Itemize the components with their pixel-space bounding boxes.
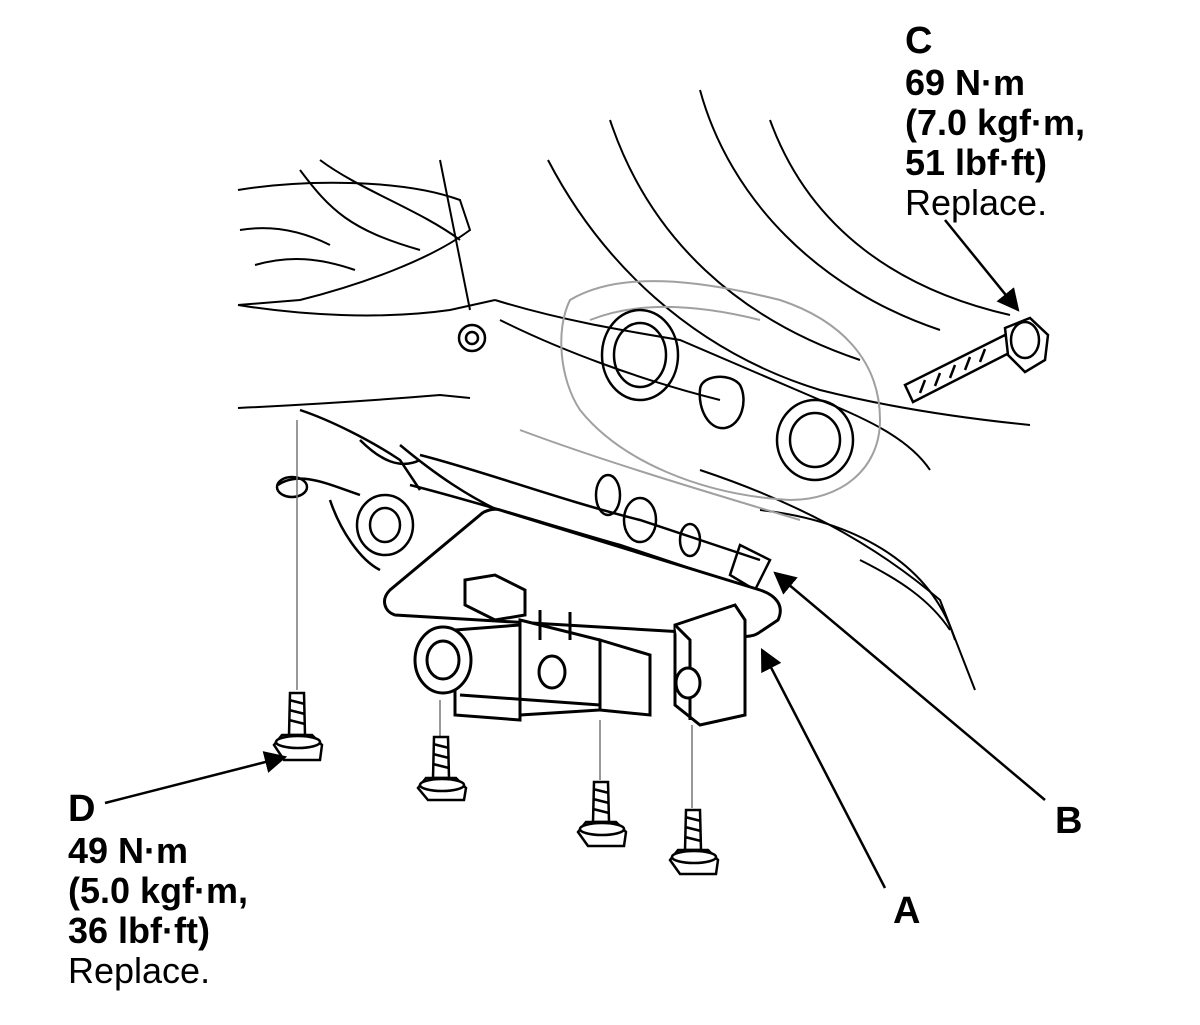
crossmember-holes — [457, 308, 855, 482]
leader-c — [944, 219, 1020, 312]
flange-bolt-d1 — [272, 691, 324, 762]
callout-c-torque-nm: 69 N·m — [905, 61, 1026, 103]
callout-d-letter: D — [68, 788, 96, 830]
flange-bolt-d2 — [416, 735, 468, 802]
part-label-b: B — [1055, 800, 1083, 842]
callout-c-torque-kgfm: (7.0 kgf·m, — [905, 101, 1086, 143]
flange-bolt-d4 — [668, 808, 720, 876]
leader-d — [104, 751, 288, 805]
long-bolt-c — [903, 316, 1050, 404]
crossmember-detail — [519, 280, 882, 521]
leader-a — [760, 648, 887, 889]
callout-c-torque-lbfft: 51 lbf·ft) — [905, 142, 1047, 184]
callout-bolt-c: C 69 N·m (7.0 kgf·m, 51 lbf·ft) Replace. — [905, 20, 1085, 224]
callout-c-note: Replace. — [905, 182, 1048, 224]
callout-d-torque-nm: 49 N·m — [68, 829, 189, 871]
callout-d-torque-kgfm: (5.0 kgf·m, — [68, 869, 249, 911]
bolt-guide-lines — [296, 420, 693, 808]
callout-c-letter: C — [905, 20, 933, 62]
leader-b — [773, 571, 1046, 801]
callout-d-note: Replace. — [68, 950, 211, 992]
callout-bolt-d: D 49 N·m (5.0 kgf·m, 36 lbf·ft) Replace. — [68, 788, 248, 992]
callout-d-torque-lbfft: 36 lbf·ft) — [68, 910, 210, 952]
part-label-a: A — [893, 890, 921, 932]
leader-lines — [104, 219, 1046, 889]
mount-assembly-a — [383, 507, 782, 727]
flange-bolt-d3 — [576, 780, 628, 848]
